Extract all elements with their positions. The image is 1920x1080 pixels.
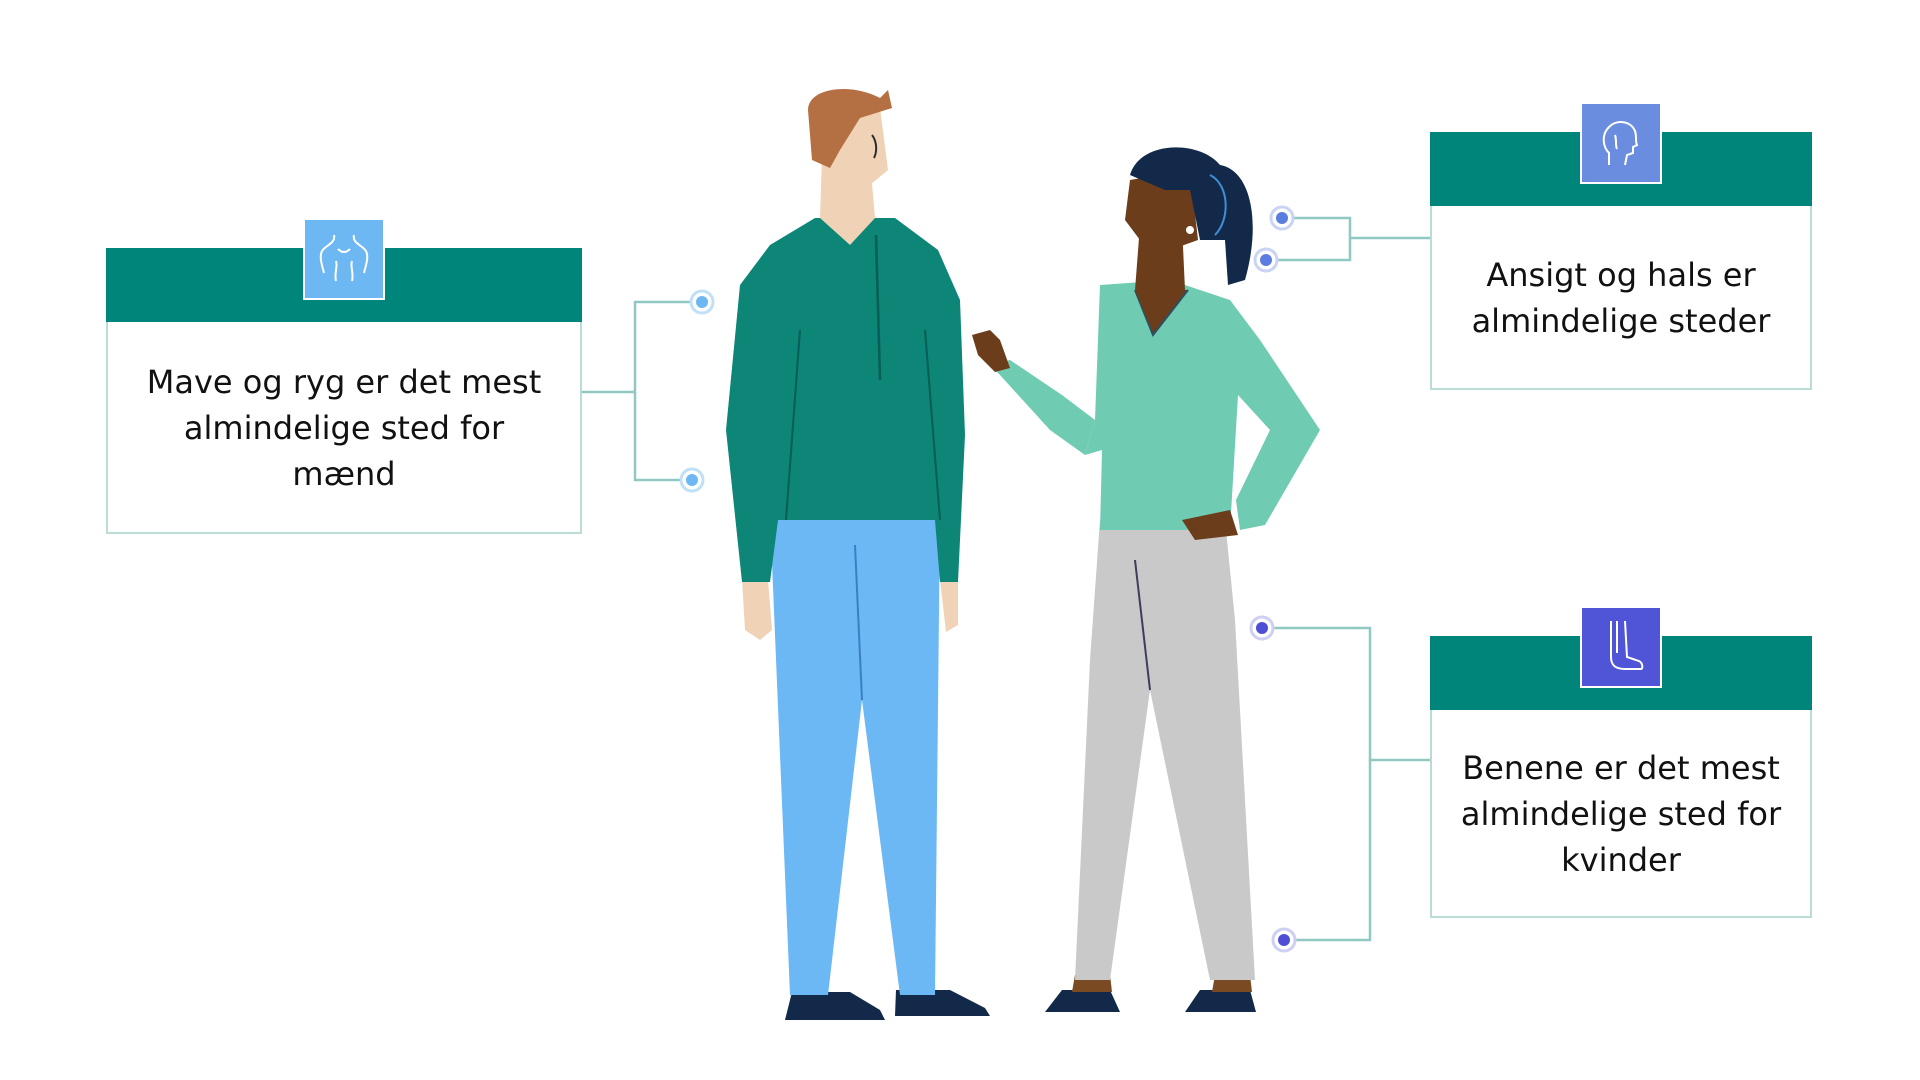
card-men-text: Mave og ryg er det mest almindelige sted… <box>146 363 542 493</box>
card-face-text: Ansigt og hals er almindelige steder <box>1471 256 1771 340</box>
card-face: Ansigt og hals er almindelige steder <box>1430 102 1812 390</box>
card-women-text: Benene er det mest almindelige sted for … <box>1460 749 1782 879</box>
connector-face-lower <box>1268 238 1352 262</box>
torso-back-icon <box>303 218 385 300</box>
connector-women-upper <box>1268 626 1432 762</box>
man-figure <box>726 88 990 1020</box>
connector-lines <box>580 216 1432 942</box>
dot-face-lower <box>1253 247 1279 273</box>
head-profile-icon <box>1580 102 1662 184</box>
dot-women-lower <box>1271 927 1297 953</box>
card-men: Mave og ryg er det mest almindelige sted… <box>106 218 582 534</box>
connector-face-upper <box>1288 216 1432 240</box>
connector-women-lower <box>1290 760 1372 942</box>
dot-women-upper <box>1249 615 1275 641</box>
card-women: Benene er det mest almindelige sted for … <box>1430 606 1812 918</box>
leg-foot-icon <box>1580 606 1662 688</box>
dot-men-lower <box>679 467 705 493</box>
dot-men-upper <box>689 289 715 315</box>
connector-dots <box>679 205 1297 953</box>
woman-figure <box>972 147 1320 1012</box>
connector-men-lower <box>633 392 682 482</box>
dot-face-upper <box>1269 205 1295 231</box>
connector-men-upper <box>580 300 692 394</box>
